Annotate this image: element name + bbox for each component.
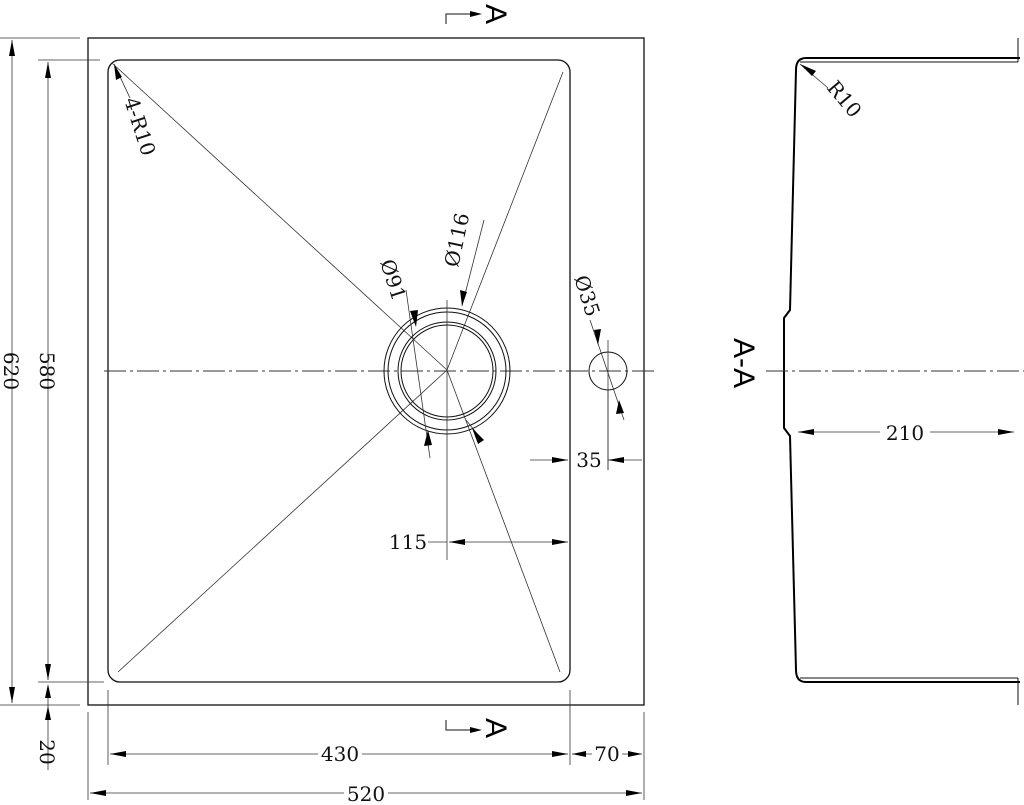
dim-label-580: 580 (35, 352, 59, 390)
section-r10-arrow (800, 64, 816, 76)
dim-label-620: 620 (0, 352, 23, 390)
dim-arrow-4r10 (114, 64, 122, 80)
section-dim-210-left (798, 429, 814, 435)
dim-arrow-70-right (628, 751, 642, 757)
dim-label-4r10: 4-R10 (119, 94, 160, 158)
section-view: R10 210 A-A (727, 38, 1024, 705)
section-view-label: A-A (727, 338, 760, 388)
dim-arrow-35dia-top (594, 329, 601, 345)
dim-arrow-35-left (552, 457, 568, 463)
slope-line-br (446, 369, 561, 673)
dim-arrow-70-left (572, 751, 586, 757)
dim-arrow-520-right (626, 790, 642, 796)
dim-arrow-20-top (45, 684, 51, 698)
dim-arrow-116-bottom (472, 428, 484, 444)
dim-label-20: 20 (35, 739, 59, 764)
dim-arrow-116-top (460, 290, 467, 306)
dim-leader-91 (405, 289, 431, 459)
dim-arrow-580-top (45, 62, 51, 78)
dim-arrow-91-top (410, 310, 418, 327)
section-dim-210-right (998, 429, 1014, 435)
dim-label-35: 35 (576, 448, 601, 472)
section-marker-bottom: A (445, 718, 512, 738)
dim-label-70: 70 (594, 742, 619, 766)
section-r10-label: R10 (822, 76, 866, 122)
dim-arrow-35-right (608, 457, 624, 463)
section-dim-210-label: 210 (886, 421, 924, 445)
dim-arrow-620-top (9, 40, 15, 56)
dim-label-520: 520 (347, 782, 385, 805)
slope-line-tl (111, 62, 448, 371)
slope-line-bl (117, 369, 448, 673)
dim-arrow-430-right (552, 751, 568, 757)
outer-rim (87, 37, 645, 706)
dim-arrow-35dia-bottom (616, 400, 624, 414)
dim-label-430: 430 (321, 742, 359, 766)
dim-arrow-620-bottom (9, 687, 15, 703)
dim-arrow-430-left (110, 751, 126, 757)
dim-arrow-520-left (90, 790, 106, 796)
slope-line-tr (446, 71, 564, 371)
dim-label-35dia: Ø35 (569, 272, 605, 319)
dim-arrow-20-bottom (45, 706, 51, 720)
section-letter-bottom: A (479, 718, 512, 738)
dim-arrow-91-bottom (424, 430, 432, 446)
dim-arrow-580-bottom (45, 664, 51, 680)
section-profile (783, 57, 1020, 683)
section-marker-top: A (445, 4, 512, 24)
dim-arrow-115-left (449, 539, 465, 545)
section-letter-top: A (479, 4, 512, 24)
dim-label-116: Ø116 (439, 211, 474, 269)
dim-label-91: Ø91 (375, 256, 411, 303)
dim-label-115: 115 (389, 530, 427, 554)
plan-view: 620 580 20 430 70 520 115 (0, 4, 655, 805)
dim-arrow-115-right (552, 539, 568, 545)
